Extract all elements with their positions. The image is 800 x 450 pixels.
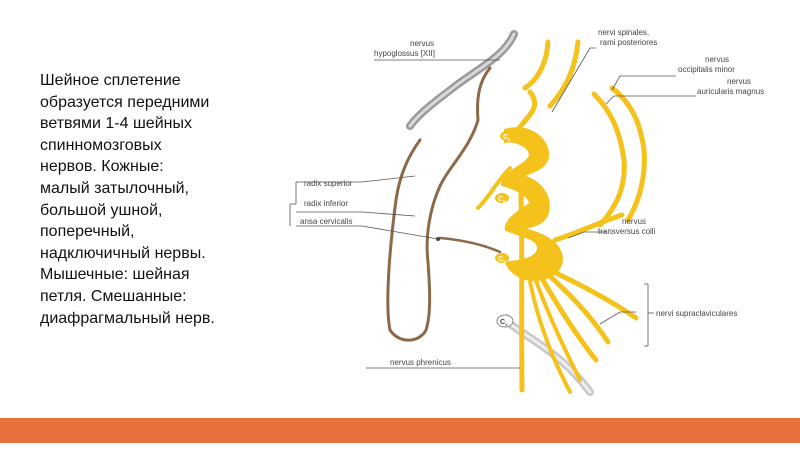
- text-line: петля. Смешанные:: [40, 287, 187, 305]
- text-line: диафрагмальный нерв.: [40, 309, 215, 327]
- cervical-plexus-diagram: C II C III C IV C V: [289, 28, 764, 396]
- vertebra-c4: C IV: [495, 253, 509, 264]
- label-radix-inferior: radix inferior: [304, 199, 348, 208]
- label-transversus-2: transversus colli: [598, 227, 656, 236]
- vertebra-c5: C V: [496, 314, 514, 328]
- label-phrenicus: nervus phrenicus: [390, 358, 451, 367]
- vertebra-c2: C II: [500, 131, 514, 142]
- footer-bar: [0, 410, 800, 450]
- text-line: надключичный нервы.: [40, 244, 206, 262]
- label-hypoglossus-2: hypoglossus [XII]: [374, 49, 435, 58]
- svg-text:C: C: [500, 319, 505, 326]
- svg-text:III: III: [503, 199, 506, 204]
- footer-accent-stripe: [0, 418, 800, 443]
- plexus-trunk: [500, 127, 564, 282]
- ansa-cervicalis-nerve: [386, 66, 492, 342]
- text-line: малый затылочный,: [40, 179, 189, 197]
- text-line: большой ушной,: [40, 201, 163, 219]
- svg-text:C: C: [503, 134, 508, 141]
- label-supraclaviculares: nervi supraclaviculares: [656, 309, 737, 318]
- vertebra-c3: C III: [495, 193, 509, 204]
- text-line: образуется передними: [40, 93, 210, 111]
- text-line: Мышечные: шейная: [40, 266, 190, 284]
- yellow-nerves: [476, 39, 647, 394]
- label-hypoglossus-1: nervus: [410, 39, 434, 48]
- label-radix-superior: radix superior: [304, 179, 353, 188]
- label-occipitalis-1: nervus: [705, 55, 729, 64]
- text-line: поперечный,: [40, 223, 135, 241]
- label-auricularis-2: auricularis magnus: [697, 87, 764, 96]
- radix-inferior-nerve: [438, 236, 502, 254]
- label-ansa-cervicalis: ansa cervicalis: [300, 217, 352, 226]
- svg-text:C: C: [498, 256, 503, 263]
- svg-text:IV: IV: [503, 259, 507, 264]
- label-auricularis-1: nervus: [727, 77, 751, 86]
- label-transversus-1: nervus: [622, 217, 646, 226]
- svg-text:II: II: [508, 137, 510, 142]
- svg-text:C: C: [498, 196, 503, 203]
- leader-lines: [289, 47, 696, 369]
- label-spinales-1: nervi spinales,: [598, 28, 649, 37]
- body-text: Шейное сплетение образуется передними ве…: [40, 70, 290, 329]
- label-spinales-2: rami posteriores: [600, 38, 657, 47]
- text-line: спинномозговых: [40, 136, 162, 154]
- label-occipitalis-2: occipitalis minor: [678, 65, 735, 74]
- text-line: нервов. Кожные:: [40, 158, 164, 176]
- text-line: ветвями 1-4 шейных: [40, 115, 192, 133]
- hypoglossal-nerve-inner: [408, 32, 516, 128]
- svg-text:V: V: [505, 322, 508, 327]
- text-line: Шейное сплетение: [40, 72, 181, 89]
